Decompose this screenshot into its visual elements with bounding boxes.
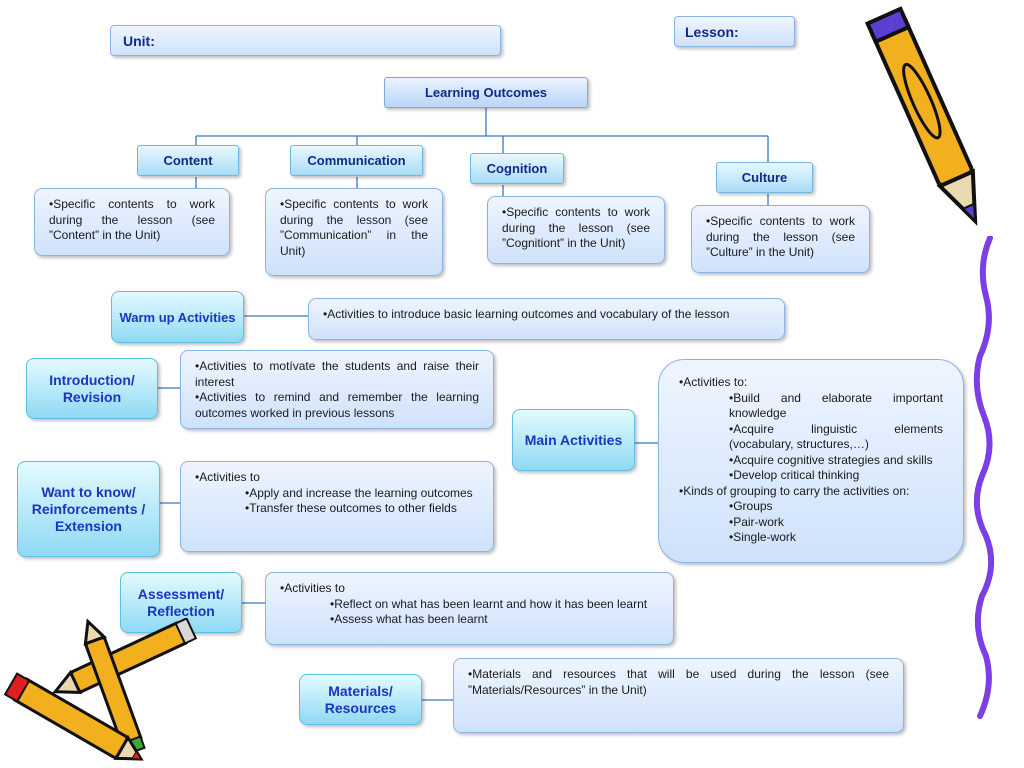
main-activities-title: Main Activities <box>524 431 623 448</box>
materials-node: Materials/ Resources <box>299 674 422 725</box>
communication-description: •Specific contents to work during the le… <box>265 188 443 276</box>
grouping-intro: •Kinds of grouping to carry the activiti… <box>679 483 910 498</box>
materials-description: •Materials and resources that will be us… <box>453 658 904 733</box>
introduction-title: Introduction/ Revision <box>49 371 135 405</box>
warmup-node: Warm up Activities <box>111 291 244 343</box>
reinforcement-item: •Transfer these outcomes to other fields <box>245 501 457 515</box>
pencil-clipart-icon <box>864 6 978 226</box>
culture-node: Culture <box>716 162 813 193</box>
learning-outcomes-node: Learning Outcomes <box>384 77 588 108</box>
warmup-text: •Activities to introduce basic learning … <box>323 307 730 321</box>
culture-text: •Specific contents to work during the le… <box>706 214 855 259</box>
unit-field[interactable]: Unit: <box>110 25 501 56</box>
lesson-label: Lesson: <box>685 24 739 40</box>
assessment-node: Assessment/ Reflection <box>120 572 242 633</box>
content-title: Content <box>163 153 213 168</box>
content-node: Content <box>137 145 239 176</box>
learning-outcomes-title: Learning Outcomes <box>424 85 548 100</box>
reinforcement-title: Want to know/ Reinforcements / Extension <box>31 483 146 534</box>
materials-text: •Materials and resources that will be us… <box>468 667 889 697</box>
main-activities-node: Main Activities <box>512 409 635 471</box>
reinforcement-item: •Apply and increase the learning outcome… <box>245 485 473 500</box>
grouping-item: •Single-work <box>729 530 796 544</box>
reinforcement-description: •Activities to •Apply and increase the l… <box>180 461 494 552</box>
grouping-item: •Groups <box>729 499 773 513</box>
decorative-squiggle <box>973 236 995 719</box>
content-description: •Specific contents to work during the le… <box>34 188 230 256</box>
assessment-title: Assessment/ Reflection <box>137 585 225 619</box>
culture-description: •Specific contents to work during the le… <box>691 205 870 273</box>
reinforcement-intro: •Activities to <box>195 470 260 484</box>
warmup-description: •Activities to introduce basic learning … <box>308 298 785 340</box>
culture-title: Culture <box>741 170 788 185</box>
materials-title: Materials/ Resources <box>324 682 397 716</box>
main-item: •Acquire linguistic elements (vocabulary… <box>729 421 943 452</box>
lesson-field[interactable]: Lesson: <box>674 16 795 47</box>
introduction-line: •Activities to motívate the students and… <box>195 359 479 389</box>
pencils-clipart-icon <box>3 618 198 761</box>
assessment-description: •Activities to •Reflect on what has been… <box>265 572 674 645</box>
main-intro: •Activities to: <box>679 375 748 389</box>
main-item: •Build and elaborate important knowledge <box>729 390 943 421</box>
communication-text: •Specific contents to work during the le… <box>280 197 428 258</box>
communication-node: Communication <box>290 145 423 176</box>
assessment-intro: •Activities to <box>280 581 345 595</box>
content-text: •Specific contents to work during the le… <box>49 197 215 242</box>
reinforcement-node: Want to know/ Reinforcements / Extension <box>17 461 160 557</box>
assessment-item: •Reflect on what has been learnt and how… <box>330 596 648 611</box>
cognition-title: Cognition <box>486 161 548 176</box>
main-item: •Acquire cognitive strategies and skills <box>729 452 933 467</box>
main-item: •Develop critical thinking <box>729 468 860 482</box>
assessment-item: •Assess what has been learnt <box>330 612 488 626</box>
grouping-item: •Pair-work <box>729 514 784 529</box>
cognition-text: •Specific contents to work during the le… <box>502 205 650 250</box>
communication-title: Communication <box>307 153 406 168</box>
introduction-description: •Activities to motívate the students and… <box>180 350 494 429</box>
unit-label: Unit: <box>123 33 155 49</box>
cognition-node: Cognition <box>470 153 564 184</box>
warmup-title: Warm up Activities <box>119 309 236 325</box>
cognition-description: •Specific contents to work during the le… <box>487 196 665 264</box>
introduction-line: •Activities to remind and remember the l… <box>195 390 479 420</box>
introduction-node: Introduction/ Revision <box>26 358 158 419</box>
main-activities-description: •Activities to: •Build and elaborate imp… <box>658 359 964 563</box>
